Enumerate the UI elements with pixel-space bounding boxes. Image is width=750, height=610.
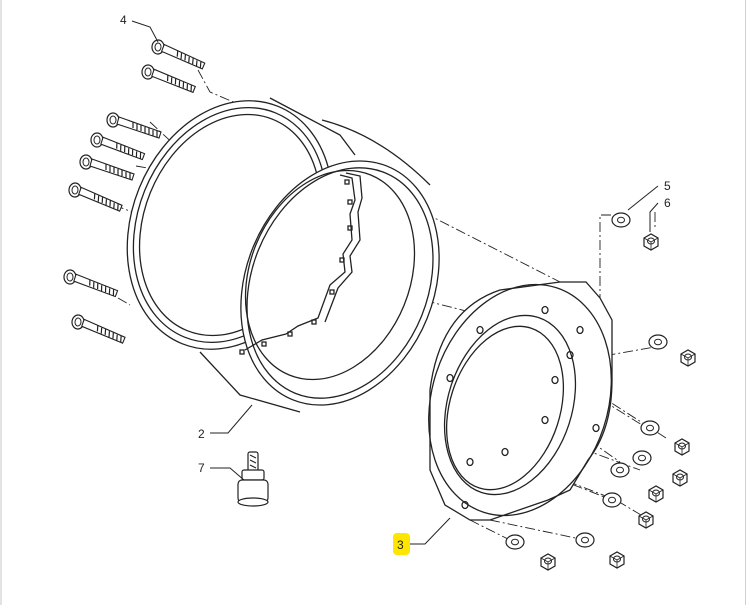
callout-3: 3 — [397, 538, 404, 552]
callout-labels: 4 5 6 2 7 3 — [120, 13, 671, 555]
rim — [126, 97, 440, 413]
wheel-disc — [428, 281, 613, 521]
callout-5: 5 — [664, 179, 671, 193]
callout-4: 4 — [120, 13, 127, 27]
leader-lines — [131, 20, 659, 545]
callout-7: 7 — [198, 461, 205, 475]
callout-2: 2 — [198, 427, 205, 441]
valve — [237, 451, 269, 507]
right-border — [745, 0, 746, 605]
callout-3-highlight — [393, 533, 410, 555]
callout-6: 6 — [664, 196, 671, 210]
left-border — [0, 0, 2, 605]
